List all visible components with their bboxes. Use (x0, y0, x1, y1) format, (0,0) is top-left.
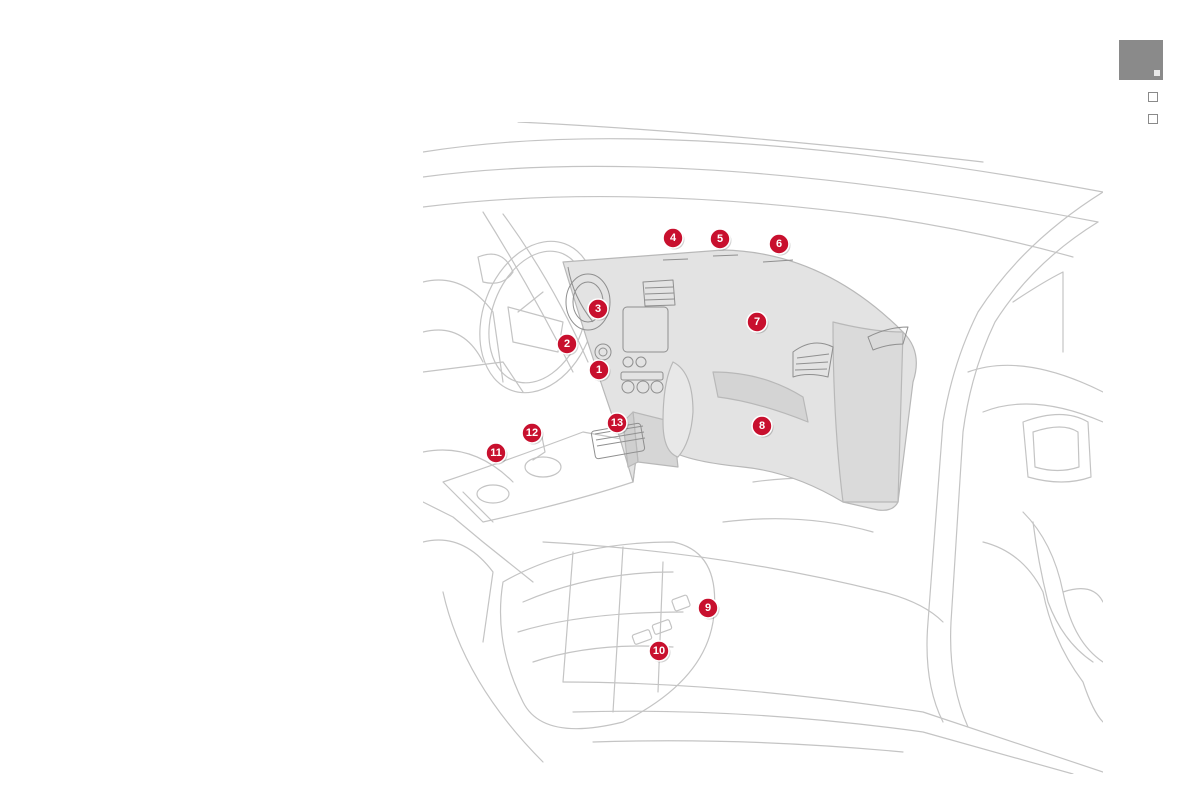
passenger-seat (501, 542, 715, 729)
callout-3[interactable]: 3 (588, 299, 610, 321)
callout-label: 9 (705, 602, 711, 614)
callout-label: 5 (717, 233, 723, 245)
door-sill (563, 682, 1103, 772)
seat-switch-9 (671, 595, 690, 612)
car-interior-drawing: 1 2 3 4 5 6 7 (423, 122, 1103, 774)
callout-5[interactable]: 5 (710, 229, 732, 251)
callout-label: 10 (653, 645, 665, 657)
callout-9[interactable]: 9 (698, 598, 720, 620)
callout-4[interactable]: 4 (663, 228, 685, 250)
callout-label: 4 (670, 232, 677, 244)
roof-line-1 (423, 139, 1103, 192)
page-indicator-current[interactable] (1119, 40, 1163, 80)
callout-label: 8 (759, 420, 765, 432)
callout-10[interactable]: 10 (649, 641, 671, 663)
callout-label: 11 (490, 447, 502, 459)
callout-12[interactable]: 12 (522, 423, 544, 445)
door-frame (927, 192, 1103, 722)
callout-7[interactable]: 7 (747, 312, 769, 334)
roof-line-4 (518, 122, 983, 162)
callout-11[interactable]: 11 (486, 443, 508, 465)
callout-label: 12 (526, 427, 538, 439)
roof-line-3 (423, 197, 1073, 257)
callout-label: 7 (754, 316, 760, 328)
callout-label: 13 (611, 417, 623, 429)
callout-label: 2 (564, 338, 570, 350)
callout-label: 3 (595, 303, 601, 315)
callout-2[interactable]: 2 (557, 334, 579, 356)
callout-label: 1 (596, 364, 602, 376)
page-indicator-box-3[interactable] (1148, 114, 1158, 124)
callout-1[interactable]: 1 (589, 360, 611, 382)
page-indicator-box-2[interactable] (1148, 92, 1158, 102)
car-interior-illustration: 1 2 3 4 5 6 7 (423, 122, 1103, 774)
door-handle (1023, 415, 1091, 483)
callout-label: 6 (776, 238, 782, 250)
callout-13[interactable]: 13 (607, 413, 629, 435)
roof-line-2 (423, 166, 1098, 222)
callout-6[interactable]: 6 (769, 234, 791, 256)
page-indicator-current-dot (1154, 70, 1160, 76)
callout-8[interactable]: 8 (752, 416, 774, 438)
